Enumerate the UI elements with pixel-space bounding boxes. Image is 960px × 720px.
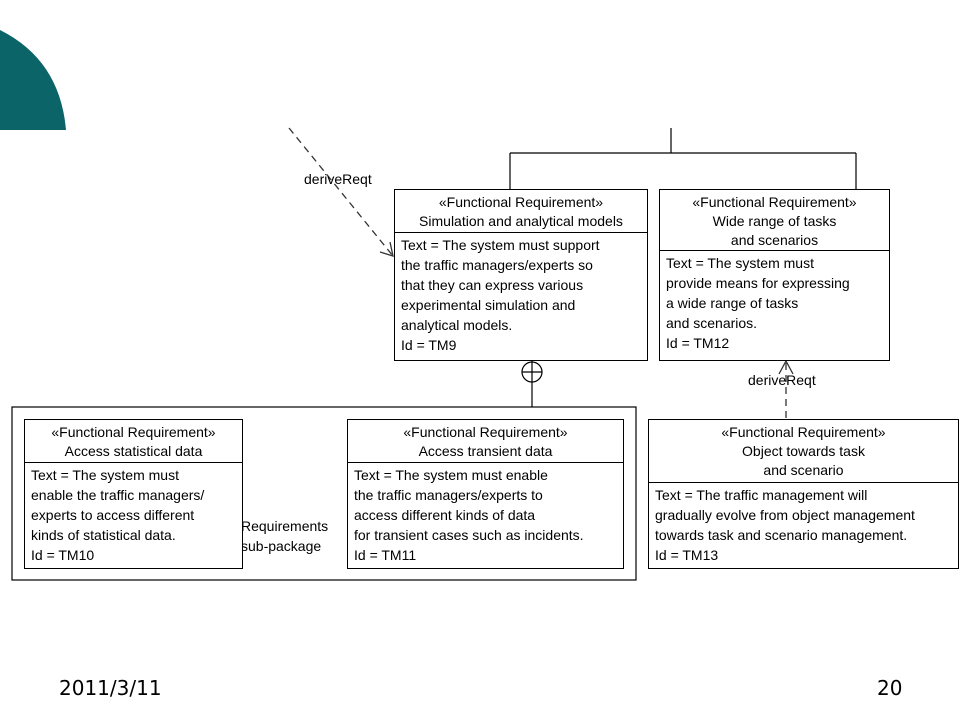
requirement-header: «Functional Requirement» Object towards …	[649, 420, 958, 483]
requirement-text-line: Text = The system must support	[401, 237, 600, 253]
requirement-name: Access statistical data	[64, 443, 203, 459]
requirement-stereotype: «Functional Requirement»	[438, 194, 604, 210]
requirement-text-line: and scenarios.	[666, 315, 758, 331]
requirement-name: Simulation and analytical models	[419, 213, 623, 229]
requirement-name: Access transient data	[418, 443, 553, 459]
derive-arrowhead-right	[778, 359, 794, 375]
sub-package-frame	[11, 406, 637, 581]
requirement-id: Id = TM12	[666, 335, 730, 351]
requirement-text-line: enable the traffic managers/	[31, 487, 205, 503]
requirement-box-tm10[interactable]: «Functional Requirement» Access statisti…	[24, 419, 243, 569]
requirement-name: Wide range of tasks	[712, 213, 837, 229]
requirement-text-line: a wide range of tasks	[666, 295, 799, 311]
requirement-text-line: Text = The system must	[666, 255, 814, 271]
requirement-box-tm13[interactable]: «Functional Requirement» Object towards …	[648, 419, 959, 569]
requirement-body: Text = The system must enable the traffi…	[25, 463, 242, 565]
requirement-body: Text = The traffic management will gradu…	[649, 483, 958, 565]
requirement-text-line: access different kinds of data	[354, 507, 536, 523]
requirement-body: Text = The system must support the traff…	[395, 233, 647, 355]
requirement-id: Id = TM10	[31, 547, 95, 563]
requirement-body: Text = The system must enable the traffi…	[348, 463, 623, 565]
requirement-text-line: the traffic managers/experts to	[354, 487, 543, 503]
derive-dependency-top	[288, 127, 394, 257]
requirement-stereotype: «Functional Requirement»	[692, 194, 857, 210]
requirement-text-line: that they can express various	[401, 277, 584, 293]
requirement-id: Id = TM9	[401, 337, 457, 353]
requirement-text-line: Text = The system must enable	[354, 467, 548, 483]
footer-date: 2011/3/11	[59, 676, 162, 700]
derive-label-right: deriveReqt	[748, 372, 816, 388]
slide-number: 20	[877, 676, 903, 700]
requirement-text-line: provide means for expressing	[666, 275, 850, 291]
requirement-stereotype: «Functional Requirement»	[403, 424, 568, 440]
requirement-stereotype: «Functional Requirement»	[721, 424, 886, 440]
package-label-line2: sub-package	[241, 538, 322, 554]
package-label-line1: Requirements	[241, 518, 329, 534]
requirement-header: «Functional Requirement» Access statisti…	[25, 420, 242, 463]
requirement-text-line: Text = The system must	[31, 467, 179, 483]
requirement-text-line: analytical models.	[401, 317, 513, 333]
corner-accent-shape	[0, 30, 66, 130]
requirement-header: «Functional Requirement» Simulation and …	[395, 190, 647, 233]
requirement-name: Object towards task	[742, 443, 865, 459]
requirement-header: «Functional Requirement» Wide range of t…	[660, 190, 889, 251]
requirement-text-line: gradually evolve from object management	[655, 507, 915, 523]
requirement-stereotype: «Functional Requirement»	[51, 424, 216, 440]
requirement-id: Id = TM11	[354, 547, 417, 563]
requirement-text-line: the traffic managers/experts so	[401, 257, 593, 273]
requirement-header: «Functional Requirement» Access transien…	[348, 420, 623, 463]
requirement-box-tm9[interactable]: «Functional Requirement» Simulation and …	[394, 189, 648, 361]
requirement-id: Id = TM13	[655, 547, 719, 563]
requirement-text-line: towards task and scenario management.	[655, 527, 908, 543]
requirement-body: Text = The system must provide means for…	[660, 251, 889, 353]
requirement-box-tm11[interactable]: «Functional Requirement» Access transien…	[347, 419, 624, 569]
requirement-text-line: for transient cases such as incidents.	[354, 527, 584, 543]
requirement-name: and scenarios	[730, 232, 819, 248]
package-label: Requirements sub-package	[241, 516, 328, 556]
requirement-text-line: experts to access different	[31, 507, 195, 523]
derive-arrowhead-top	[379, 241, 394, 257]
requirement-text-line: Text = The traffic management will	[655, 487, 868, 503]
requirement-text-line: experimental simulation and	[401, 297, 576, 313]
requirement-text-line: kinds of statistical data.	[31, 527, 176, 543]
derive-label-top: deriveReqt	[304, 171, 372, 187]
requirement-name: and scenario	[763, 462, 844, 478]
requirement-box-tm12[interactable]: «Functional Requirement» Wide range of t…	[659, 189, 890, 361]
